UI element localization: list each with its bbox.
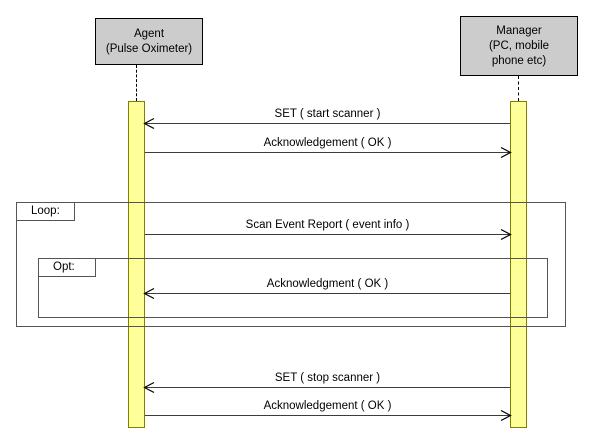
- participant-agent-subtitle: (Pulse Oximeter): [105, 42, 193, 55]
- activation-bar-manager: [510, 101, 527, 428]
- arrowhead-right-icon: [500, 228, 512, 241]
- message-acknowledgement-start-label: Acknowledgement ( OK ): [263, 137, 392, 149]
- arrowhead-left-icon: [143, 381, 155, 394]
- participant-agent-name: Agent: [133, 27, 165, 40]
- participant-manager-subtitle-line2: phone etc): [491, 54, 547, 67]
- message-scan-event-report[interactable]: Scan Event Report ( event info ): [145, 219, 512, 241]
- arrowhead-left-icon: [143, 287, 155, 300]
- message-set-stop-scanner[interactable]: SET ( stop scanner ): [143, 372, 510, 394]
- message-scan-event-report-label: Scan Event Report ( event info ): [245, 219, 410, 231]
- message-acknowledgment-scan-event[interactable]: Acknowledgment ( OK ): [143, 278, 510, 300]
- fragment-loop-label: Loop:: [16, 202, 75, 221]
- fragment-opt-label: Opt:: [38, 258, 96, 277]
- message-acknowledgement-stop-label: Acknowledgement ( OK ): [263, 400, 392, 412]
- participant-agent[interactable]: Agent (Pulse Oximeter): [95, 18, 203, 65]
- fragment-opt: Opt:: [38, 258, 548, 318]
- participant-manager[interactable]: Manager (PC, mobile phone etc): [460, 16, 578, 76]
- activation-bar-agent: [128, 101, 145, 428]
- arrowhead-left-icon: [143, 117, 155, 130]
- arrowhead-right-icon: [500, 146, 512, 159]
- message-set-stop-scanner-label: SET ( stop scanner ): [274, 372, 381, 384]
- lifeline-agent: [136, 65, 137, 101]
- message-set-start-scanner-label: SET ( start scanner ): [274, 108, 381, 120]
- message-acknowledgment-scan-event-label: Acknowledgment ( OK ): [266, 278, 389, 290]
- message-set-start-scanner[interactable]: SET ( start scanner ): [143, 108, 510, 130]
- lifeline-manager: [518, 76, 519, 101]
- message-acknowledgement-start[interactable]: Acknowledgement ( OK ): [145, 137, 512, 159]
- fragment-loop: Loop:: [16, 202, 566, 327]
- message-acknowledgement-stop[interactable]: Acknowledgement ( OK ): [145, 400, 512, 422]
- participant-manager-subtitle-line1: (PC, mobile: [488, 39, 550, 52]
- arrowhead-right-icon: [500, 409, 512, 422]
- participant-manager-name: Manager: [496, 24, 542, 37]
